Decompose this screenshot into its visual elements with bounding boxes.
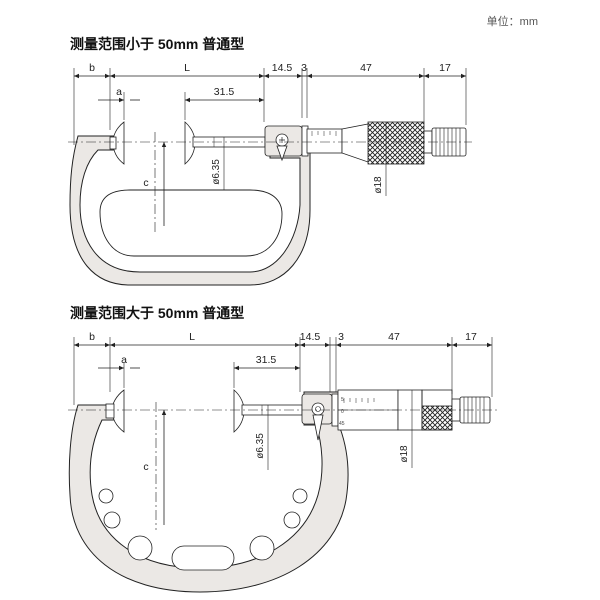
d2-frame-hole-2 <box>292 488 308 504</box>
d2-frame-hole-4 <box>283 511 301 529</box>
diagram-1-title: 测量范围小于 50mm 普通型 <box>70 36 245 52</box>
d1-label-3: 3 <box>301 62 307 74</box>
d2-label-3: 3 <box>338 331 344 343</box>
d2-frame-slot <box>171 545 235 571</box>
diagram-1 <box>68 68 472 286</box>
d1-label-a: a <box>116 86 122 98</box>
d2-label-L: L <box>189 331 195 343</box>
d2-extension-lines <box>73 337 493 405</box>
d2-label-b: b <box>89 331 95 343</box>
d2-anvil-hub <box>105 403 115 419</box>
d2-label-a: a <box>121 354 127 366</box>
d2-scale-mark-0: 0 <box>341 409 344 415</box>
d2-label-dia-18: ø18 <box>399 445 410 463</box>
d1-label-b: b <box>89 62 95 74</box>
d2-lock-lever <box>312 414 324 441</box>
d2-scale-mark-45: 45 <box>339 421 345 427</box>
d1-label-47: 47 <box>360 62 372 74</box>
d2-label-c: c <box>143 461 148 473</box>
diagram-2-title: 测量范围大于 50mm 普通型 <box>70 305 245 321</box>
d2-scale-mark-5: 5 <box>341 397 344 403</box>
d1-label-17: 17 <box>439 62 451 74</box>
d2-label-31-5: 31.5 <box>256 354 277 366</box>
d2-frame-hole-3 <box>103 511 121 529</box>
d1-lock-lever <box>276 145 288 162</box>
d1-frame-window <box>99 189 283 257</box>
d2-label-14-5: 14.5 <box>300 331 321 343</box>
d1-label-c: c <box>143 177 148 189</box>
d2-frame-hole-1 <box>98 488 114 504</box>
diagram-2 <box>68 337 498 593</box>
d2-lock-knob <box>311 402 325 416</box>
d2-label-47: 47 <box>388 331 400 343</box>
d1-thimble-knurl <box>367 121 425 165</box>
d2-thimble-knurl <box>421 405 453 431</box>
d2-label-dia-6-35: ø6.35 <box>255 433 266 459</box>
d1-label-dia-18: ø18 <box>373 176 384 194</box>
unit-label: 单位：mm <box>486 16 538 28</box>
d2-frame-hole-5 <box>127 535 153 561</box>
d1-label-14-5: 14.5 <box>272 62 293 74</box>
d2-frame-hole-6 <box>249 535 275 561</box>
d1-label-dia-6-35: ø6.35 <box>211 159 222 185</box>
d1-label-L: L <box>184 62 190 74</box>
d1-label-31-5: 31.5 <box>214 86 235 98</box>
d1-anvil-hub <box>109 136 117 150</box>
d2-label-17: 17 <box>465 331 477 343</box>
